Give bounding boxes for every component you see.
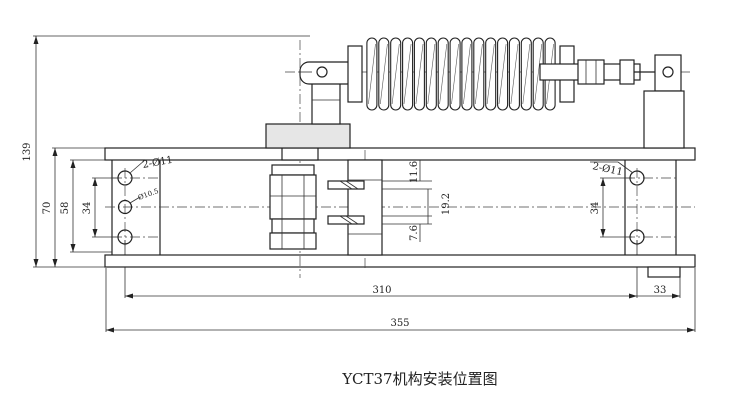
dim-34-left: 34 — [82, 202, 93, 215]
tie-rod — [539, 59, 680, 85]
top-block — [265, 79, 351, 149]
spring-coil-hatch — [475, 43, 483, 105]
spring-coil-hatch — [380, 43, 388, 105]
spring-coil-hatch — [510, 43, 519, 105]
spring-coil-hatch — [463, 43, 471, 105]
shaft-column — [269, 147, 319, 250]
spring-coil-hatch — [522, 43, 531, 105]
dim-33: 33 — [654, 285, 667, 296]
label-2-d11-left: 2-Ø11 — [142, 155, 174, 171]
spring-coil-hatch — [403, 43, 412, 105]
spring-coil-hatch — [415, 43, 424, 105]
spring-coil-hatch — [486, 43, 495, 105]
dim-139: 139 — [22, 142, 33, 161]
spring-coil-hatch — [451, 43, 459, 105]
drawing-caption: YCT37机构安装位置图 — [341, 370, 497, 388]
dim-19-2: 19.2 — [441, 193, 452, 215]
right-support — [643, 54, 685, 278]
base-plate — [104, 147, 696, 268]
dim-70: 70 — [42, 202, 53, 215]
spring-coil-hatch — [439, 43, 448, 105]
spring-coils — [366, 37, 556, 111]
slot-dimensions — [382, 160, 432, 242]
spring-coil-hatch — [498, 43, 507, 105]
dim-11-6: 11.6 — [409, 161, 420, 183]
spring-coil-hatch — [427, 43, 436, 105]
horizontal-dimensions — [106, 293, 695, 333]
label-2-d11-right: 2-Ø11 — [591, 161, 623, 178]
spring-coil-hatch — [534, 43, 543, 105]
slot-bracket — [327, 159, 383, 256]
extension-lines — [33, 35, 696, 332]
dim-7-6: 7.6 — [409, 225, 420, 241]
vertical-dimensions — [33, 36, 606, 267]
right-mounting-holes — [590, 161, 645, 245]
dim-58: 58 — [60, 202, 71, 215]
spring-coil-hatch — [391, 43, 400, 105]
dim-310: 310 — [372, 285, 391, 296]
left-mounting-holes — [117, 159, 162, 245]
dim-355: 355 — [390, 318, 409, 329]
dim-34-right: 34 — [590, 202, 601, 215]
spring-coil-hatch — [368, 43, 376, 105]
label-d10-5: Ø10.5 — [137, 187, 160, 202]
